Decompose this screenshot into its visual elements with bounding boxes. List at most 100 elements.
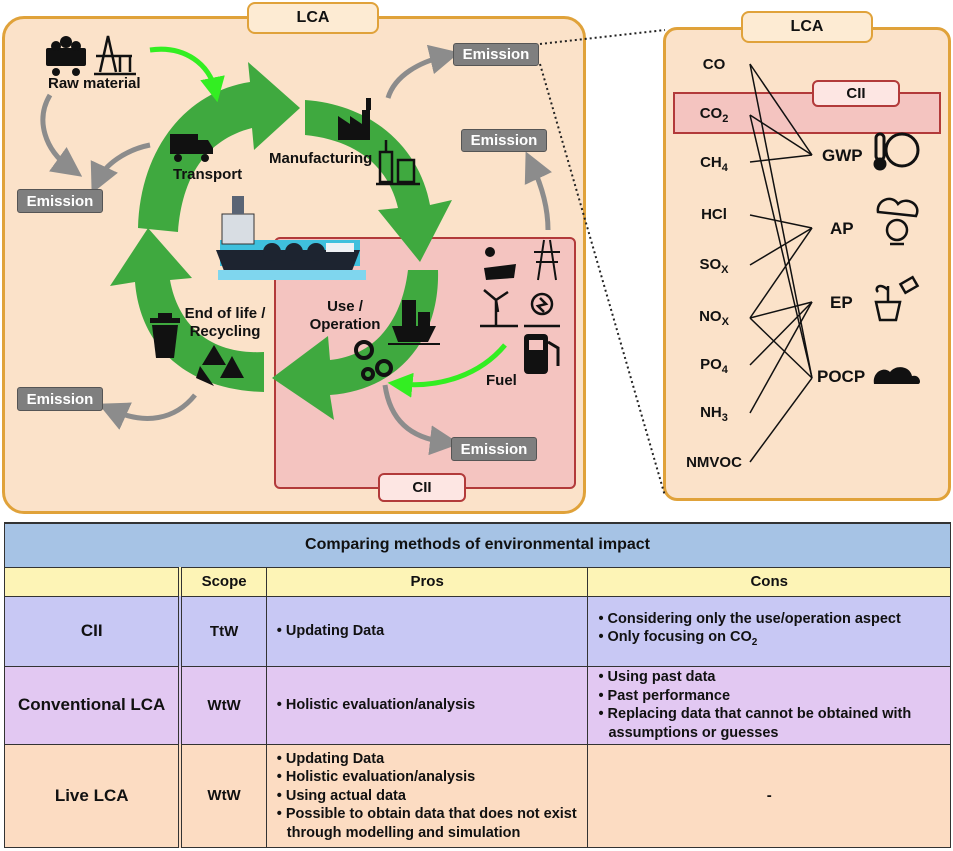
- plant-pot-icon: [874, 275, 920, 322]
- con-item: Replacing data that cannot be obtained w…: [596, 705, 946, 742]
- label-use-operation: Use / Operation: [304, 298, 386, 334]
- row-name-cii: CII: [4, 595, 183, 667]
- acid-cloud-icon: [876, 197, 919, 246]
- gas-co: CO: [702, 56, 726, 73]
- gas-hcl: HCl: [701, 206, 727, 223]
- emission-tag-manufacturing: Emission: [453, 43, 539, 66]
- side-cii-tag: CII: [812, 80, 900, 107]
- label-fuel: Fuel: [486, 372, 517, 389]
- energy-gear-icon: [524, 292, 560, 328]
- side-cii-title: CII: [846, 85, 866, 102]
- cii-title-tag: CII: [378, 473, 466, 502]
- gas-po4: PO4: [700, 356, 728, 376]
- comparison-table: Comparing methods of environmental impac…: [4, 522, 951, 848]
- ship-icon: [216, 196, 366, 280]
- con-item-co2: Only focusing on CO2: [596, 628, 946, 652]
- table-title: Comparing methods of environmental impac…: [4, 522, 951, 568]
- table-row-live-lca: Live LCA WtW Updating Data Holistic eval…: [4, 743, 951, 848]
- row-name-conventional: Conventional LCA: [4, 665, 183, 745]
- con-item: Using past data: [596, 668, 946, 687]
- table-header-row: Scope Pros Cons: [4, 566, 951, 597]
- side-lca-title: LCA: [790, 18, 824, 35]
- label-use-line2: Operation: [309, 316, 381, 333]
- label-end-line2: Recycling: [189, 323, 261, 340]
- arrow-raw-to-manufacturing: [138, 62, 300, 232]
- label-end-line1: End of life /: [184, 305, 266, 322]
- arrow-raw-to-emission: [40, 93, 83, 177]
- impact-gwp: GWP: [822, 146, 863, 165]
- label-manufacturing: Manufacturing: [269, 150, 373, 167]
- coal-cart-icon: [46, 36, 86, 76]
- cii-title: CII: [412, 479, 432, 496]
- diagram-graphics: [40, 29, 920, 497]
- pro-item: Possible to obtain data that does not ex…: [275, 805, 584, 842]
- gas-sox: SOX: [699, 256, 729, 276]
- row-scope-live: WtW: [179, 743, 267, 848]
- impact-pocp: POCP: [817, 367, 866, 386]
- label-end-of-life: End of life / Recycling: [180, 305, 270, 341]
- truck-icon: [170, 134, 213, 162]
- header-cons: Cons: [587, 566, 951, 597]
- row-pros-conventional: Holistic evaluation/analysis: [265, 665, 589, 745]
- arrow-manufacturing-to-use: [305, 100, 452, 262]
- recycle-icon: [196, 345, 244, 386]
- emission-tag-end-of-life: Emission: [17, 387, 103, 411]
- arrow-transport-to-emission: [90, 142, 151, 194]
- arrow-use-to-end: [272, 270, 439, 420]
- row-cons-cii: Considering only the use/operation aspec…: [587, 595, 951, 667]
- pro-item: Updating Data: [275, 750, 584, 769]
- wind-turbine-icon: [480, 289, 518, 328]
- gas-nox: NOX: [699, 308, 729, 328]
- header-blank: [4, 566, 183, 597]
- arrow-raw-material-feed: [149, 46, 225, 103]
- row-cons-conventional: Using past data Past performance Replaci…: [587, 665, 951, 745]
- emission-tag-energy: Emission: [461, 129, 547, 152]
- header-scope: Scope: [179, 566, 267, 597]
- zoom-connector-top: [539, 29, 666, 45]
- pro-item: Updating Data: [275, 622, 584, 641]
- impact-ap: AP: [830, 219, 854, 238]
- gas-co2: CO2: [699, 105, 729, 125]
- solar-panel-icon: [484, 247, 516, 280]
- arrow-end-to-raw: [110, 228, 264, 392]
- arrow-energy-to-emission: [524, 151, 552, 231]
- factory-icon: [338, 98, 371, 140]
- power-tower-icon: [534, 239, 560, 281]
- table-row-cii: CII TtW Updating Data Considering only t…: [4, 595, 951, 667]
- zoom-connector-bottom: [539, 63, 666, 497]
- trash-bin-icon: [150, 313, 180, 358]
- table-row-conventional-lca: Conventional LCA WtW Holistic evaluation…: [4, 665, 951, 745]
- row-scope-conventional: WtW: [179, 665, 267, 745]
- smog-icon: [873, 367, 920, 384]
- arrow-use-to-emission: [382, 384, 460, 456]
- pro-item: Holistic evaluation/analysis: [275, 768, 584, 787]
- gas-nmvoc: NMVOC: [686, 454, 742, 471]
- label-use-line1: Use /: [327, 298, 363, 315]
- arrow-fuel-feed: [387, 343, 507, 398]
- lca-title: LCA: [296, 9, 330, 26]
- gear-icon: [354, 340, 393, 381]
- arrow-end-to-emission: [98, 393, 197, 430]
- emission-tag-use: Emission: [451, 437, 537, 461]
- row-cons-live: -: [587, 743, 951, 848]
- cargo-ship-icon: [388, 300, 440, 345]
- globe-thermometer-icon: [873, 132, 920, 171]
- label-transport: Transport: [173, 166, 243, 183]
- lca-title-tag: LCA: [247, 2, 379, 34]
- row-pros-cii: Updating Data: [265, 595, 589, 667]
- refinery-icon: [376, 140, 420, 186]
- side-lca-tag: LCA: [741, 11, 873, 43]
- impact-ep: EP: [830, 293, 853, 312]
- row-name-live: Live LCA: [4, 743, 183, 848]
- label-raw-material: Raw material: [48, 75, 141, 92]
- row-pros-live: Updating Data Holistic evaluation/analys…: [265, 743, 589, 848]
- gas-nh3: NH3: [700, 404, 728, 424]
- pro-item: Holistic evaluation/analysis: [275, 696, 584, 715]
- emission-tag-transport: Emission: [17, 189, 103, 213]
- oil-rig-icon: [94, 35, 136, 76]
- gas-impact-links: [749, 63, 813, 463]
- fuel-pump-icon: [524, 334, 560, 374]
- arrow-manufacturing-to-emission: [385, 44, 460, 99]
- lifecycle-arrows: [110, 62, 452, 420]
- con-item: Past performance: [596, 687, 946, 706]
